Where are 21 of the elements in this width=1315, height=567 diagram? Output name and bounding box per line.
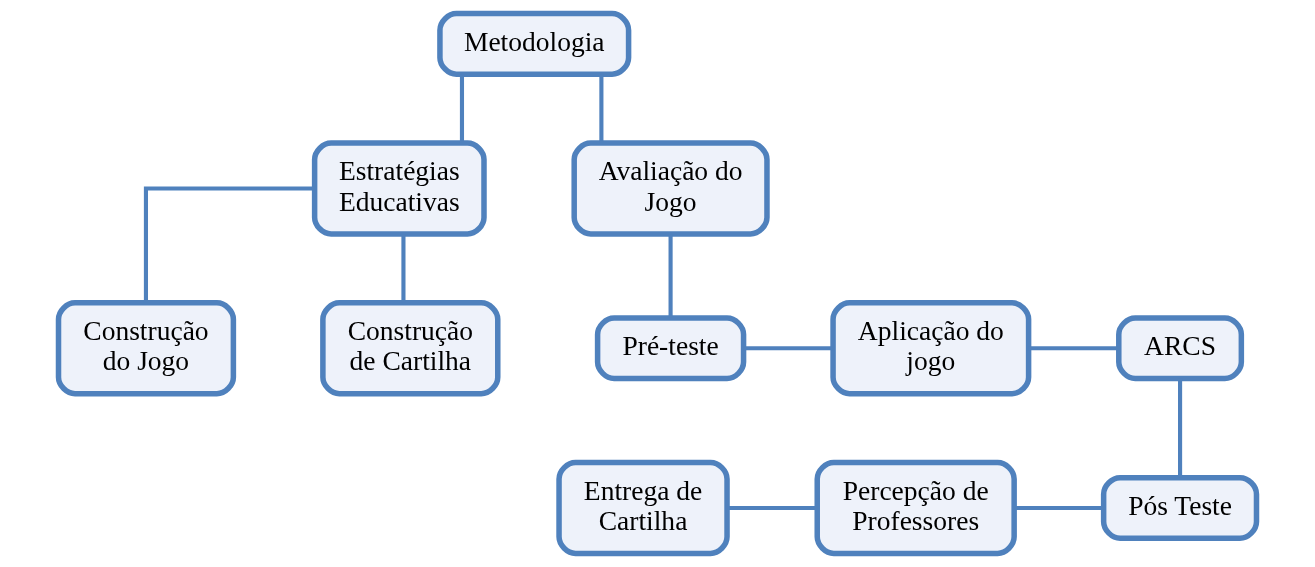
node-box: Avaliação do Jogo bbox=[571, 140, 770, 237]
connector bbox=[1014, 505, 1104, 510]
node-box: Pré-teste bbox=[594, 315, 747, 382]
node-box: Percepção de Professores bbox=[814, 459, 1017, 557]
node-box: Construção de Cartilha bbox=[320, 300, 501, 397]
connector bbox=[668, 234, 673, 318]
connector bbox=[401, 234, 406, 303]
node-box: Metodologia bbox=[437, 10, 632, 77]
connector bbox=[743, 346, 833, 351]
node-box: Estratégias Educativas bbox=[311, 140, 487, 237]
connector bbox=[459, 74, 465, 143]
connector bbox=[599, 74, 604, 143]
connector bbox=[727, 505, 818, 510]
node-box: Pós Teste bbox=[1100, 474, 1260, 541]
node-box: Construção do Jogo bbox=[55, 300, 237, 397]
node-box: Entrega de Cartilha bbox=[556, 459, 730, 557]
node-box: Aplicação do jogo bbox=[830, 300, 1032, 397]
connector bbox=[143, 186, 315, 303]
connector bbox=[1028, 346, 1119, 351]
connector bbox=[1178, 378, 1183, 478]
node-box: ARCS bbox=[1116, 315, 1245, 382]
